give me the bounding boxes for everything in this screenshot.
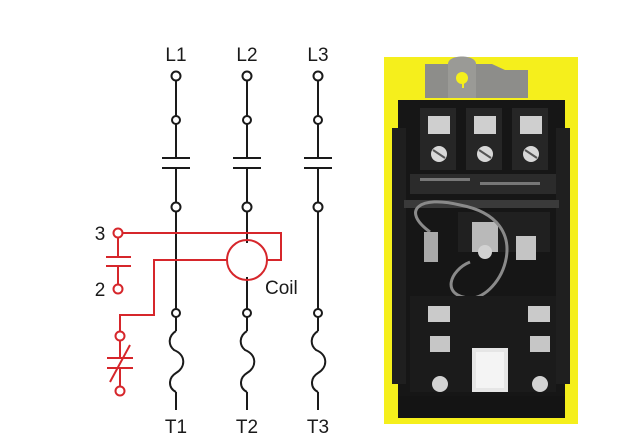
control-terminal-2 xyxy=(112,283,124,295)
terminal-l1-mid xyxy=(171,115,181,125)
terminal-l2-low xyxy=(241,201,253,213)
coil-label: Coil xyxy=(265,278,298,299)
line-terminal-blocks xyxy=(420,108,548,170)
terminal-label-t1: T1 xyxy=(165,417,187,438)
control-wire-top xyxy=(123,232,282,261)
line-label-l1: L1 xyxy=(165,45,186,66)
terminal-l2-ol xyxy=(242,308,252,318)
phase-line-2 xyxy=(233,70,261,410)
line-label-l2: L2 xyxy=(236,45,257,66)
overload-contact-terminal-bottom xyxy=(114,385,126,397)
coil-wire xyxy=(414,200,509,300)
power-circuit: L1 L2 L3 xyxy=(162,45,332,438)
terminal-l2-mid xyxy=(242,115,252,125)
control-wire-left xyxy=(119,259,227,331)
terminal-l3-mid xyxy=(313,115,323,125)
motor-starter-photo xyxy=(384,56,578,424)
terminal-l3-ol xyxy=(313,308,323,318)
control-terminal-3 xyxy=(112,227,124,239)
overload-heater-2 xyxy=(239,330,256,393)
terminal-l1 xyxy=(170,70,182,82)
overload-contact-terminal xyxy=(114,330,126,342)
control-circuit: 3 2 Coil xyxy=(95,224,298,397)
terminal-l1-ol xyxy=(171,308,181,318)
terminal-label-t3: T3 xyxy=(307,417,329,438)
overload-heater-3 xyxy=(310,330,327,393)
terminal-l2 xyxy=(241,70,253,82)
terminal-l3-low xyxy=(312,201,324,213)
terminal-l1-low xyxy=(170,201,182,213)
overload-heater-1 xyxy=(168,330,185,393)
control-label-3: 3 xyxy=(95,224,106,245)
terminal-label-t2: T2 xyxy=(236,417,258,438)
phase-line-3 xyxy=(304,70,332,410)
coil-symbol xyxy=(226,239,268,281)
phase-line-1 xyxy=(162,70,190,410)
line-label-l3: L3 xyxy=(307,45,328,66)
control-label-2: 2 xyxy=(95,280,106,301)
nc-contact-slash xyxy=(109,344,131,383)
terminal-l3 xyxy=(312,70,324,82)
